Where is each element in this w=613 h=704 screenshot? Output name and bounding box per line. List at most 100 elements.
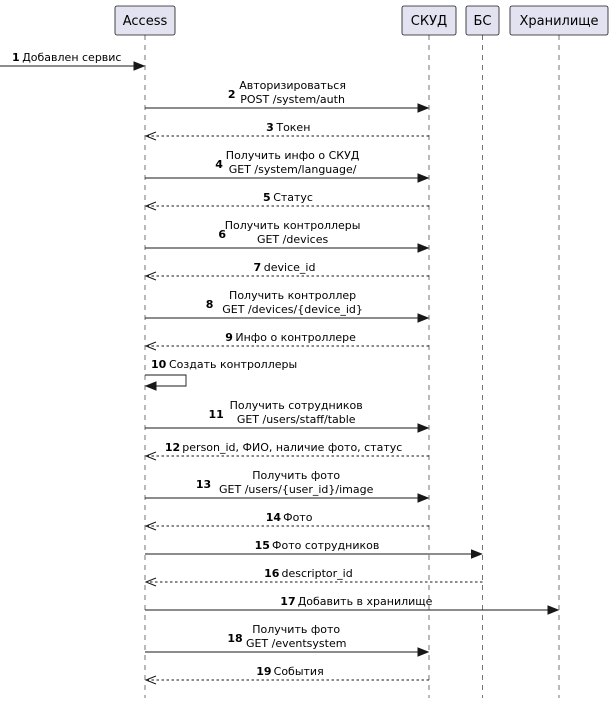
message-label: Фото xyxy=(283,511,313,524)
arrowhead xyxy=(144,521,157,531)
message-number: 15 xyxy=(255,539,270,552)
message-number: 2 xyxy=(228,88,236,101)
participant-box xyxy=(114,5,176,36)
participant-box xyxy=(401,5,457,36)
arrowhead xyxy=(144,381,157,391)
message-number: 9 xyxy=(225,331,233,344)
arrowhead xyxy=(144,131,157,141)
message-label: POST /system/auth xyxy=(240,93,345,106)
message-label: GET /system/language/ xyxy=(229,163,357,176)
message-number: 18 xyxy=(227,632,242,645)
message-label: device_id xyxy=(264,261,316,274)
message-number: 4 xyxy=(215,158,223,171)
message-number: 1 xyxy=(12,51,20,64)
message-label: GET /devices xyxy=(257,233,329,246)
arrowhead xyxy=(417,243,430,253)
participant-box xyxy=(465,5,500,36)
arrowhead xyxy=(144,675,157,685)
message-label: GET /users/staff/table xyxy=(237,413,356,426)
arrowhead xyxy=(417,647,430,657)
message-number: 12 xyxy=(165,441,180,454)
message-number: 16 xyxy=(264,567,280,580)
message-label: Фото сотрудников xyxy=(272,539,379,552)
arrowhead xyxy=(133,61,146,71)
arrowhead xyxy=(471,549,483,559)
message-label: Инфо о контроллере xyxy=(235,331,356,344)
lifelines xyxy=(144,35,560,698)
message-label: descriptor_id xyxy=(282,567,353,580)
message-number: 13 xyxy=(196,478,211,491)
arrowhead xyxy=(417,493,430,503)
arrowhead xyxy=(144,341,157,351)
message-label: Добавить в хранилище xyxy=(298,595,433,608)
participants: Access СКУД БС Хранилище xyxy=(114,5,609,36)
message-label: GET /eventsystem xyxy=(246,637,347,650)
message-number: 3 xyxy=(266,121,274,134)
message-number: 7 xyxy=(254,261,262,274)
participant-label: Хранилище xyxy=(519,14,598,29)
participant-storage: Хранилище xyxy=(509,5,609,36)
arrowhead xyxy=(547,605,560,615)
arrowhead xyxy=(144,577,157,587)
message-number: 14 xyxy=(266,511,282,524)
message-label: События xyxy=(274,665,324,678)
message-label: Добавлен сервис xyxy=(22,51,121,64)
message-label: Получить сотрудников xyxy=(230,399,363,412)
message-label: GET /users/{user_id}/image xyxy=(219,483,374,496)
message-number: 6 xyxy=(218,228,226,241)
arrowhead xyxy=(144,451,157,461)
message-number: 11 xyxy=(209,408,224,421)
message-number: 17 xyxy=(280,595,295,608)
message-label: Создать контроллеры xyxy=(169,358,297,371)
message-label: Токен xyxy=(275,121,310,134)
message-label: Авторизироваться xyxy=(239,79,346,92)
arrowhead xyxy=(417,103,430,113)
message-label: Статус xyxy=(273,191,313,204)
participant-label: СКУД xyxy=(411,14,447,29)
message-label: Получить фото xyxy=(252,469,340,482)
message-label: Получить инфо о СКУД xyxy=(226,149,360,162)
arrowhead xyxy=(417,173,430,183)
message-label: person_id, ФИО, наличие фото, статус xyxy=(182,441,402,454)
message-label: Получить контроллеры xyxy=(225,219,361,232)
arrowhead xyxy=(417,313,430,323)
message-label: Получить фото xyxy=(252,623,340,636)
participant-label: Access xyxy=(123,14,168,29)
arrowhead xyxy=(144,201,157,211)
message-number: 8 xyxy=(206,298,214,311)
arrowhead xyxy=(417,423,430,433)
message-label: Получить контроллер xyxy=(229,289,356,302)
participant-label: БС xyxy=(474,14,492,29)
message-label: GET /devices/{device_id} xyxy=(222,303,363,316)
participant-skud: СКУД xyxy=(401,5,457,36)
message-line xyxy=(145,374,187,387)
participant-bs: БС xyxy=(465,5,500,36)
participant-box xyxy=(509,5,609,36)
message-number: 5 xyxy=(263,191,271,204)
participant-access: Access xyxy=(114,5,176,36)
arrowhead xyxy=(144,271,157,281)
message-number: 19 xyxy=(256,665,271,678)
message-number: 10 xyxy=(151,358,167,371)
